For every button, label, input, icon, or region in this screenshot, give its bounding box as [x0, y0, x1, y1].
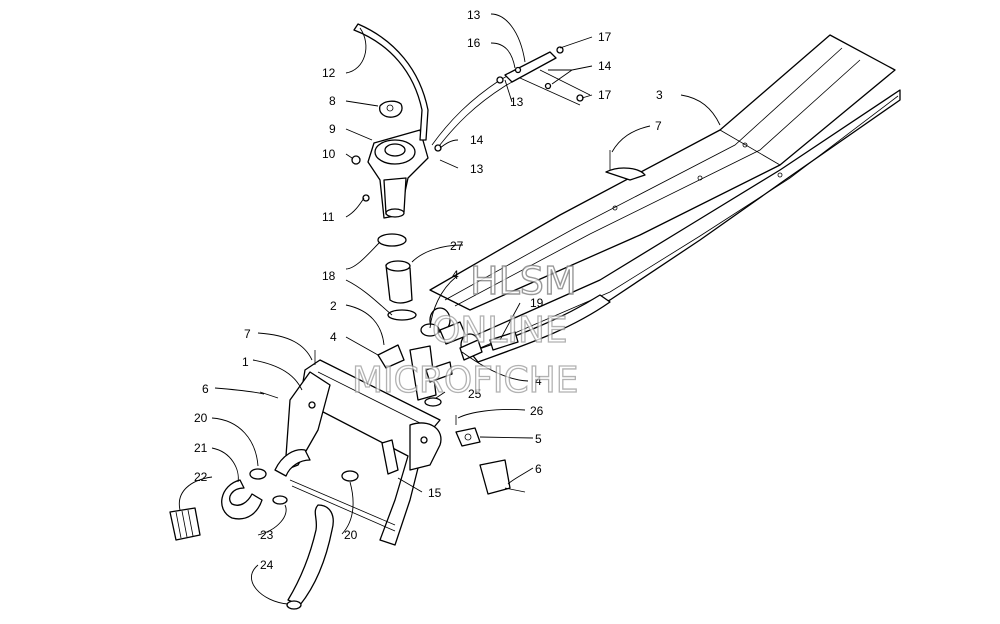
callout-17-bottom: 17 [598, 88, 612, 102]
callout-13-middle: 13 [510, 95, 524, 109]
callout-27: 27 [450, 239, 464, 253]
callout-13-bottom: 13 [470, 162, 484, 176]
callout-6-left: 6 [202, 382, 209, 396]
callout-21: 21 [194, 441, 208, 455]
tee-fitting [377, 321, 519, 407]
callout-17-top: 17 [598, 30, 612, 44]
callout-7-top: 7 [655, 119, 662, 133]
callout-3: 3 [656, 88, 663, 102]
callout-7-left: 7 [244, 327, 251, 341]
callout-12: 12 [322, 66, 336, 80]
bleed-lines [431, 46, 591, 152]
watermark-line-1: HLSM [470, 259, 577, 303]
filler-neck-assembly [351, 23, 429, 219]
leader-lines [178, 13, 721, 605]
coupler-hose [377, 233, 417, 321]
callout-8: 8 [329, 94, 336, 108]
callout-20-bottom: 20 [344, 528, 358, 542]
gaskets-and-brackets [259, 150, 646, 495]
callout-18: 18 [322, 269, 336, 283]
callout-13-top: 13 [467, 8, 481, 22]
callout-6-right: 6 [535, 462, 542, 476]
callout-16: 16 [467, 36, 481, 50]
callout-24: 24 [260, 558, 274, 572]
callout-23: 23 [260, 528, 274, 542]
watermark-line-3: MICROFICHE [352, 360, 578, 401]
watermark: HLSM ONLINE MICROFICHE [351, 258, 579, 401]
callout-11: 11 [322, 210, 335, 224]
callout-15: 15 [428, 486, 442, 500]
callout-4-left: 4 [330, 330, 337, 344]
lower-hoses [169, 449, 359, 610]
callout-4-right: 4 [535, 374, 542, 388]
callout-4-top: 4 [452, 268, 459, 282]
callout-9: 9 [329, 122, 336, 136]
callout-14-left: 14 [470, 133, 484, 147]
callout-26: 26 [530, 404, 544, 418]
callout-22: 22 [194, 470, 208, 484]
callout-25: 25 [468, 387, 482, 401]
callout-labels: 13 16 17 14 17 13 3 7 12 8 9 10 11 14 13… [194, 8, 663, 572]
callout-19: 19 [530, 296, 544, 310]
callout-2: 2 [330, 299, 337, 313]
callout-10: 10 [322, 147, 336, 161]
callout-5: 5 [535, 432, 542, 446]
callout-20-left: 20 [194, 411, 208, 425]
watermark-line-2: ONLINE [432, 310, 568, 351]
callout-1: 1 [242, 355, 249, 369]
callout-14-right: 14 [598, 59, 612, 73]
